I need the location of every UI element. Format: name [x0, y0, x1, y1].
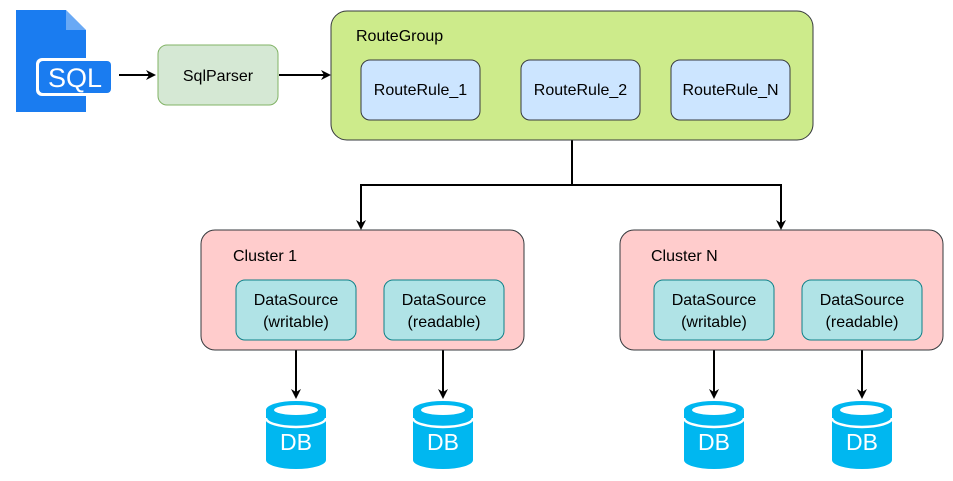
- datasource-name: DataSource: [672, 292, 757, 309]
- route-rule-2-box: [520, 59, 641, 121]
- datasource-name: DataSource: [402, 292, 487, 309]
- edge-routegroup-to-cluster-n: [572, 184, 786, 230]
- route-rule-n-box: [670, 59, 791, 121]
- database-icon: DB: [682, 401, 746, 469]
- sql-parser-node: SqlParser: [157, 44, 279, 106]
- edge-routegroup-to-cluster-1: [356, 184, 572, 230]
- datasource-name: DataSource: [820, 292, 905, 309]
- cluster-1-node: Cluster 1 DataSource (writable) DataSour…: [200, 229, 525, 351]
- datasource-mode: (readable): [826, 314, 899, 331]
- datasource-mode: (readable): [408, 314, 481, 331]
- sql-icon-text: SQL: [48, 63, 102, 93]
- datasource-mode: (writable): [681, 314, 747, 331]
- datasource-name: DataSource: [254, 292, 339, 309]
- route-rule-2: RouteRule_2: [534, 82, 628, 99]
- route-rule-1-box: [360, 59, 481, 121]
- database-icon: DB: [264, 401, 328, 469]
- datasource-mode: (writable): [263, 314, 329, 331]
- datasource-readable-1: DataSource (readable): [383, 279, 505, 341]
- database-icon: DB: [830, 401, 894, 469]
- db-label: DB: [280, 429, 312, 455]
- sql-file-icon: SQL: [16, 10, 114, 112]
- route-group-title: RouteGroup: [356, 28, 443, 45]
- cluster-n-title: Cluster N: [651, 248, 718, 265]
- route-group-node: RouteGroup RouteRule_1 RouteRule_2 Route…: [330, 10, 814, 141]
- db-label: DB: [698, 429, 730, 455]
- route-rule-1: RouteRule_1: [374, 82, 468, 99]
- db-label: DB: [846, 429, 878, 455]
- cluster-n-node: Cluster N DataSource (writable) DataSour…: [619, 229, 944, 351]
- datasource-writable-n: DataSource (writable): [653, 279, 775, 341]
- db-label: DB: [427, 429, 459, 455]
- cluster-1-title: Cluster 1: [233, 248, 297, 265]
- database-icon: DB: [411, 401, 475, 469]
- datasource-readable-n: DataSource (readable): [801, 279, 923, 341]
- sql-parser-label: SqlParser: [183, 68, 254, 85]
- route-rule-n: RouteRule_N: [682, 82, 778, 99]
- datasource-writable-1: DataSource (writable): [235, 279, 357, 341]
